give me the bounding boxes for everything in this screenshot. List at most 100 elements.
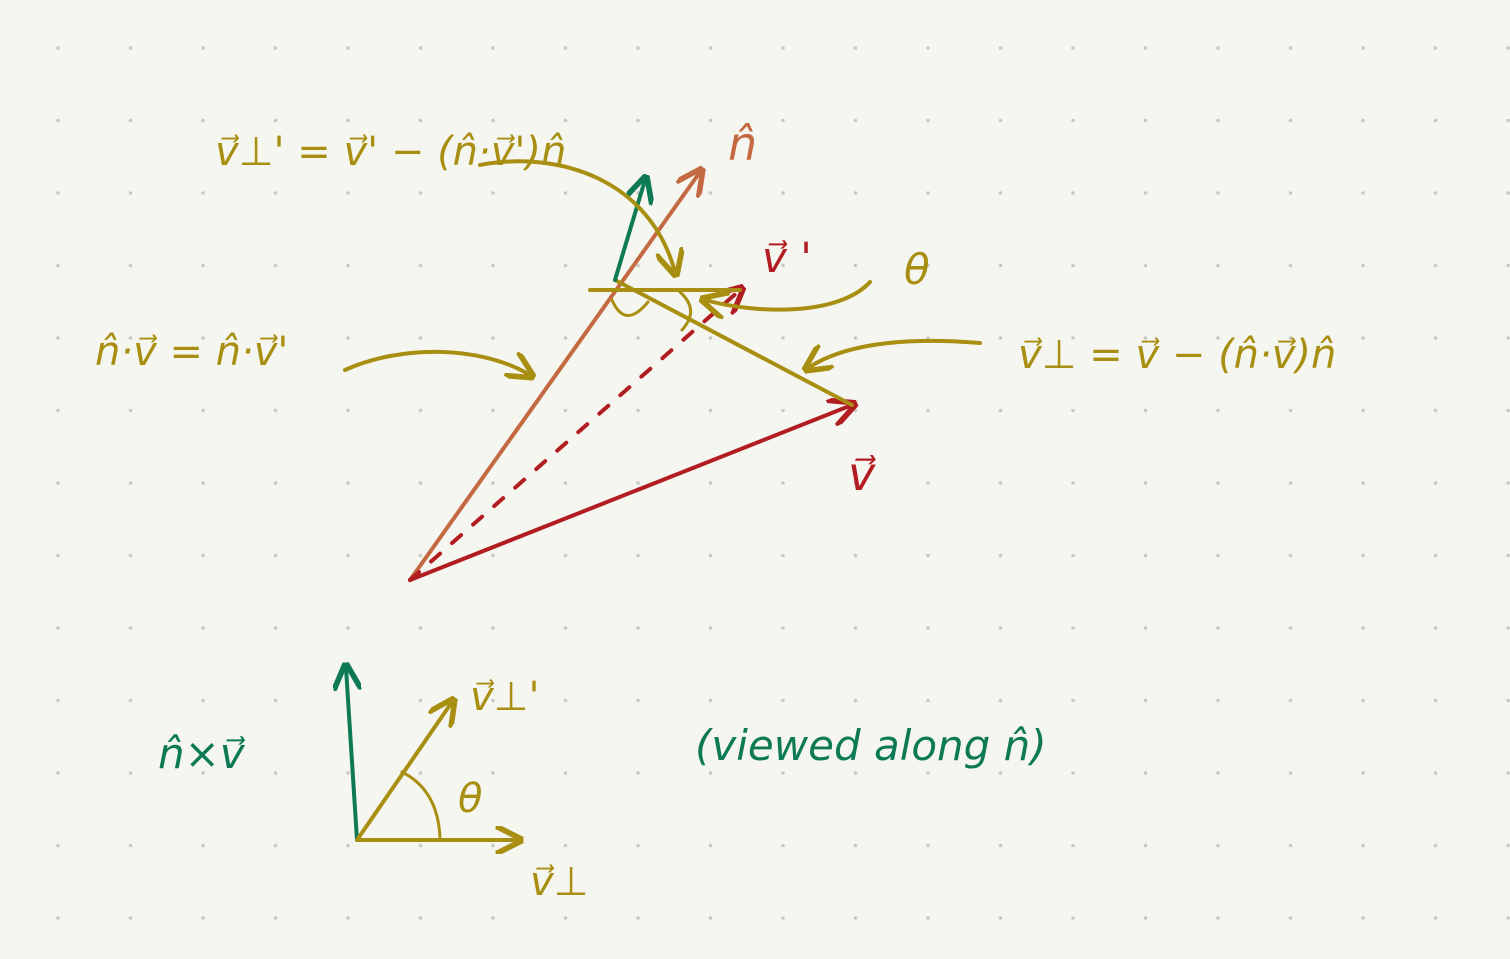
grid-dot: [1071, 191, 1075, 195]
grid-dot: [1071, 118, 1075, 123]
grid-dot: [1361, 916, 1365, 920]
grid-dot: [853, 191, 858, 195]
grid-dot: [273, 118, 278, 123]
grid-dot: [418, 916, 423, 920]
grid-dot: [201, 771, 205, 775]
grid-dot: [273, 336, 278, 340]
grid-dot: [853, 408, 858, 413]
grid-dot: [781, 481, 785, 485]
grid-dot: [1506, 771, 1510, 775]
grid-dot: [491, 916, 495, 920]
grid-dot: [1143, 916, 1148, 920]
grid-dot: [563, 46, 568, 50]
grid-dot: [926, 191, 930, 195]
grid-dot: [926, 263, 930, 268]
grid-dot: [1433, 263, 1438, 268]
grid-dot: [273, 553, 278, 558]
inset-cross-label: n̂×v⃗: [158, 729, 246, 778]
grid-dot: [128, 336, 133, 340]
grid-dot: [926, 771, 930, 775]
main-figure: [408, 172, 852, 582]
grid-dot: [1288, 46, 1293, 50]
grid-dot: [926, 916, 930, 920]
grid-dot: [563, 771, 568, 775]
grid-dot: [56, 771, 60, 775]
grid-dot: [636, 263, 640, 268]
grid-dot: [56, 843, 60, 848]
grid-dot: [1506, 118, 1510, 123]
grid-dot: [128, 118, 133, 123]
grid-dot: [781, 46, 785, 50]
grid-dot: [998, 843, 1003, 848]
grid-dot: [273, 843, 278, 848]
grid-dot: [418, 843, 423, 848]
grid-dot: [346, 916, 350, 920]
grid-dot: [1071, 481, 1075, 485]
grid-dot: [1071, 843, 1075, 848]
grid-dot: [418, 626, 423, 630]
grid-dot: [926, 46, 930, 50]
grid-dot: [1143, 771, 1148, 775]
grid-dot: [998, 191, 1003, 195]
grid-dot: [1071, 698, 1075, 703]
grid-dot: [1143, 118, 1148, 123]
grid-dot: [418, 553, 423, 558]
grid-dot: [418, 191, 423, 195]
grid-dot: [1216, 626, 1220, 630]
grid-dot: [491, 698, 495, 703]
grid-dot: [201, 336, 205, 340]
grid-dot: [636, 626, 640, 630]
grid-dot: [1216, 336, 1220, 340]
grid-dot: [1361, 408, 1365, 413]
grid-dot: [1506, 336, 1510, 340]
grid-dot: [1288, 626, 1293, 630]
grid-dot: [636, 481, 640, 485]
grid-dot: [1506, 408, 1510, 413]
grid-dot: [998, 336, 1003, 340]
grid-dot: [128, 263, 133, 268]
grid-dot: [273, 408, 278, 413]
grid-dot: [346, 263, 350, 268]
grid-dot: [1143, 46, 1148, 50]
grid-dot: [1216, 263, 1220, 268]
grid-dot: [1506, 263, 1510, 268]
grid-dot: [853, 916, 858, 920]
grid-dot: [56, 46, 60, 50]
grid-dot: [1288, 916, 1293, 920]
grid-dot: [56, 553, 60, 558]
grid-dot: [708, 843, 713, 848]
grid-dot: [128, 553, 133, 558]
grid-dot: [781, 843, 785, 848]
grid-dot: [708, 263, 713, 268]
grid-dot: [1288, 336, 1293, 340]
grid-dot: [998, 46, 1003, 50]
grid-dot: [56, 408, 60, 413]
grid-dot: [273, 263, 278, 268]
grid-dot: [1143, 336, 1148, 340]
grid-dot: [563, 916, 568, 920]
grid-dot: [1071, 46, 1075, 50]
grid-dot: [781, 771, 785, 775]
grid-dot: [998, 118, 1003, 123]
grid-dot: [636, 46, 640, 50]
grid-dot: [56, 118, 60, 123]
grid-dot: [708, 191, 713, 195]
theta-label: θ: [904, 245, 930, 294]
grid-dot: [636, 843, 640, 848]
grid-dot: [128, 698, 133, 703]
grid-dot: [201, 191, 205, 195]
grid-dot: [781, 408, 785, 413]
grid-dot: [56, 191, 60, 195]
grid-dot: [636, 336, 640, 340]
grid-dot: [1361, 843, 1365, 848]
grid-dot: [491, 481, 495, 485]
grid-dot: [1216, 698, 1220, 703]
grid-dot: [1216, 481, 1220, 485]
v-perp-prime-equation: v⃗⊥' = v⃗' − (n̂·v⃗')n̂: [215, 129, 566, 175]
grid-dot: [781, 626, 785, 630]
grid-dot: [1143, 481, 1148, 485]
grid-dot: [1506, 626, 1510, 630]
grid-dot: [56, 481, 60, 485]
grid-dot: [418, 408, 423, 413]
